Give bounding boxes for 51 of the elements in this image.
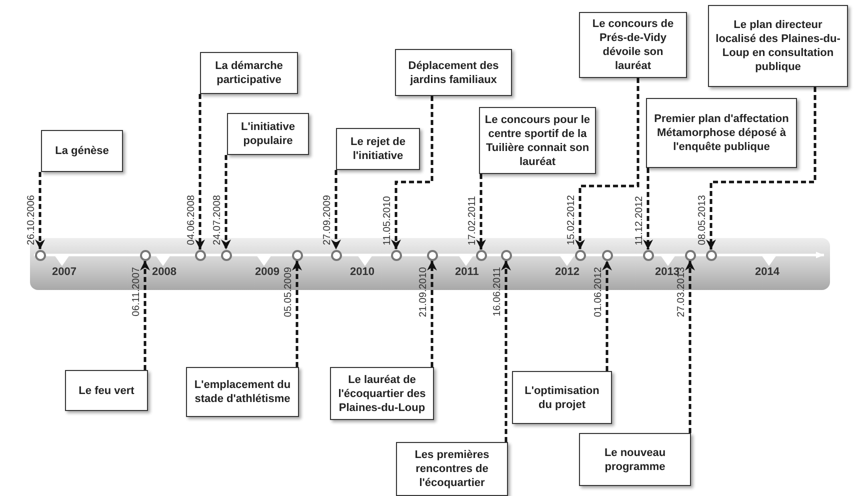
event-box: Le nouveau programme: [579, 433, 691, 486]
event-box: La démarche participative: [200, 52, 298, 94]
dashed-arrow: [221, 155, 231, 250]
dashed-arrow: [391, 96, 434, 250]
dashed-arrow: [427, 260, 437, 367]
event-box: La génèse: [41, 130, 123, 172]
dashed-arrow: [195, 94, 205, 250]
date-label: 15.02.2012: [566, 195, 577, 246]
dashed-arrow: [140, 260, 150, 370]
event-box: L'optimisation du projet: [512, 371, 612, 424]
event-box: L'emplacement du stade d'athlétisme: [186, 367, 299, 417]
year-label: 2014: [755, 266, 780, 278]
date-label: 26.10.2006: [26, 195, 37, 246]
year-label: 2010: [350, 266, 374, 278]
event-box: Le concours pour le centre sportif de la Tuilière connait son lauréat: [479, 107, 596, 174]
date-label: 04.06.2008: [186, 195, 197, 246]
dashed-arrow: [685, 260, 695, 433]
event-box: Le feu vert: [65, 370, 148, 411]
event-box: Le lauréat de l'écoquartier des Plaines-du-Loup: [330, 367, 434, 420]
date-label: 17.02.2011: [467, 196, 478, 246]
event-box: Le rejet de l'initiative: [336, 128, 420, 170]
date-label: 05.05.2009: [283, 267, 294, 318]
dashed-arrow: [643, 168, 653, 250]
date-label: 27.09.2009: [322, 195, 333, 246]
year-label: 2011: [455, 266, 479, 278]
date-label: 11.12.2012: [634, 196, 645, 246]
year-label: 2012: [555, 266, 580, 278]
event-box: Déplacement des jardins familiaux: [395, 49, 512, 96]
dashed-arrow: [706, 87, 816, 250]
dashed-arrow: [292, 260, 302, 367]
event-box: Les premières rencontres de l'écoquartier: [396, 442, 508, 496]
date-label: 24.07.2008: [212, 195, 223, 246]
date-label: 21.09.2010: [418, 267, 429, 318]
event-box: Premier plan d'affectation Métamorphose déposé à l'enquête publique: [646, 98, 797, 168]
dashed-arrow: [602, 260, 612, 371]
dashed-arrow: [35, 172, 45, 250]
date-label: 06.11.2007: [131, 267, 142, 316]
dashed-arrow: [331, 170, 341, 250]
date-label: 01.06.2012: [593, 267, 604, 318]
year-label: 2008: [152, 266, 176, 278]
event-box: Le plan directeur localisé des Plaines-du-Loup en consultation publique: [708, 5, 848, 87]
dashed-arrow: [575, 78, 640, 250]
date-label: 11.05.2010: [382, 196, 393, 246]
dashed-arrow: [476, 174, 486, 250]
event-box: Le concours de Prés-de-Vidy dévoile son lauréat: [579, 12, 687, 78]
date-label: 08.05.2013: [697, 195, 708, 246]
dashed-arrow: [501, 260, 511, 442]
event-box: L'initiative populaire: [227, 113, 309, 155]
year-label: 2009: [255, 266, 280, 278]
year-label: 2007: [52, 266, 76, 278]
date-label: 16.06.2011: [492, 267, 503, 316]
